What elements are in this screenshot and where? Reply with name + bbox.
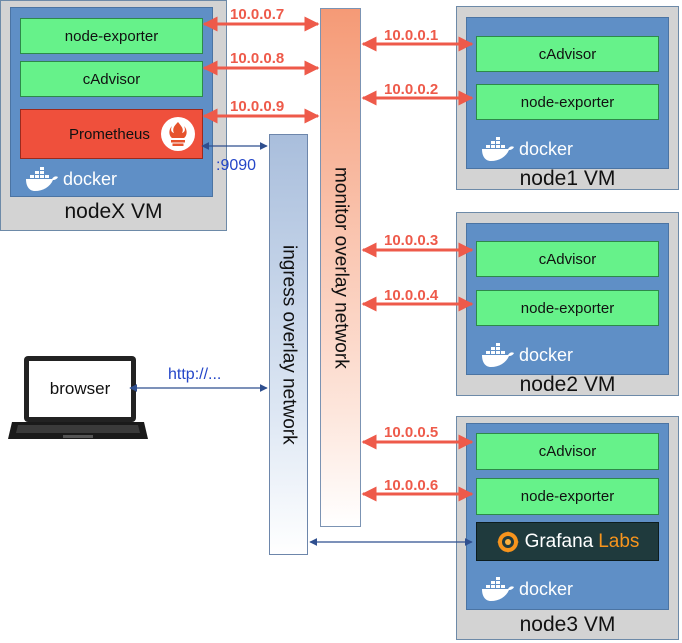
ip-label-10-0-0-6: 10.0.0.6 <box>384 477 439 494</box>
node3-node-exporter: node-exporter <box>476 478 659 515</box>
node1-docker-area: cAdvisor node-exporter docker <box>466 17 669 169</box>
docker-wordmark: docker <box>519 344 574 365</box>
node2-cadvisor: cAdvisor <box>476 241 659 277</box>
node3-docker-logo: docker <box>481 574 573 604</box>
ip-label-10-0-0-7: 10.0.0.7 <box>230 6 285 23</box>
nodex-vm: node-exporter cAdvisor Prometheus docker… <box>0 0 227 231</box>
laptop-icon <box>8 356 148 439</box>
ip-label-10-0-0-4: 10.0.0.4 <box>384 287 439 304</box>
node1-vm: cAdvisor node-exporter docker node1 VM <box>456 6 679 190</box>
docker-whale-icon <box>482 343 514 367</box>
node2-vm-label: node2 VM <box>519 373 616 396</box>
ip-label-10-0-0-8: 10.0.0.8 <box>230 50 285 67</box>
node1-cadvisor: cAdvisor <box>476 36 659 72</box>
node3-docker-area: cAdvisor node-exporter Grafana Labs dock… <box>466 423 669 610</box>
docker-wordmark: docker <box>63 168 118 189</box>
docker-whale-icon <box>482 577 514 601</box>
prometheus-icon <box>160 117 195 151</box>
nodex-node-exporter: node-exporter <box>20 18 203 54</box>
node2-docker-area: cAdvisor node-exporter docker <box>466 223 669 375</box>
monitor-overlay-network: monitor overlay network <box>320 8 361 527</box>
monitor-network-label: monitor overlay network <box>330 166 352 369</box>
ip-label-10-0-0-2: 10.0.0.2 <box>384 81 439 98</box>
ip-label-10-0-0-1: 10.0.0.1 <box>384 27 439 44</box>
node1-docker-logo: docker <box>481 134 573 164</box>
docker-whale-icon <box>482 137 514 161</box>
browser-link-label: http://... <box>168 366 222 383</box>
node2-vm: cAdvisor node-exporter docker node2 VM <box>456 212 679 396</box>
grafana-labs-wordmark: Labs <box>598 530 640 552</box>
prometheus-port-label: :9090 <box>216 157 257 174</box>
grafana-wordmark: Grafana <box>524 530 594 552</box>
node3-vm: cAdvisor node-exporter Grafana Labs dock… <box>456 416 679 640</box>
node2-node-exporter: node-exporter <box>476 290 659 326</box>
prometheus-service: Prometheus <box>20 109 203 159</box>
node3-cadvisor: cAdvisor <box>476 433 659 470</box>
ip-label-10-0-0-5: 10.0.0.5 <box>384 424 439 441</box>
prometheus-label: Prometheus <box>69 125 150 143</box>
docker-wordmark: docker <box>519 138 574 159</box>
nodex-docker-logo: docker <box>25 164 117 194</box>
docker-wordmark: docker <box>519 578 574 599</box>
nodex-vm-label: nodeX VM <box>64 200 163 223</box>
nodex-cadvisor: cAdvisor <box>20 61 203 97</box>
ip-label-10-0-0-3: 10.0.0.3 <box>384 232 439 249</box>
browser-label: browser <box>49 379 111 398</box>
node2-docker-logo: docker <box>481 340 573 370</box>
ingress-overlay-network: ingress overlay network <box>269 134 308 555</box>
node3-vm-label: node3 VM <box>519 613 616 636</box>
grafana-icon <box>496 530 519 553</box>
docker-whale-icon <box>26 167 58 191</box>
node1-node-exporter: node-exporter <box>476 84 659 120</box>
nodex-docker-area: node-exporter cAdvisor Prometheus docker <box>10 7 213 197</box>
grafana-labs-logo: Grafana Labs <box>476 522 659 561</box>
ingress-network-label: ingress overlay network <box>278 244 300 445</box>
ip-label-10-0-0-9: 10.0.0.9 <box>230 98 285 115</box>
node1-vm-label: node1 VM <box>519 167 616 190</box>
